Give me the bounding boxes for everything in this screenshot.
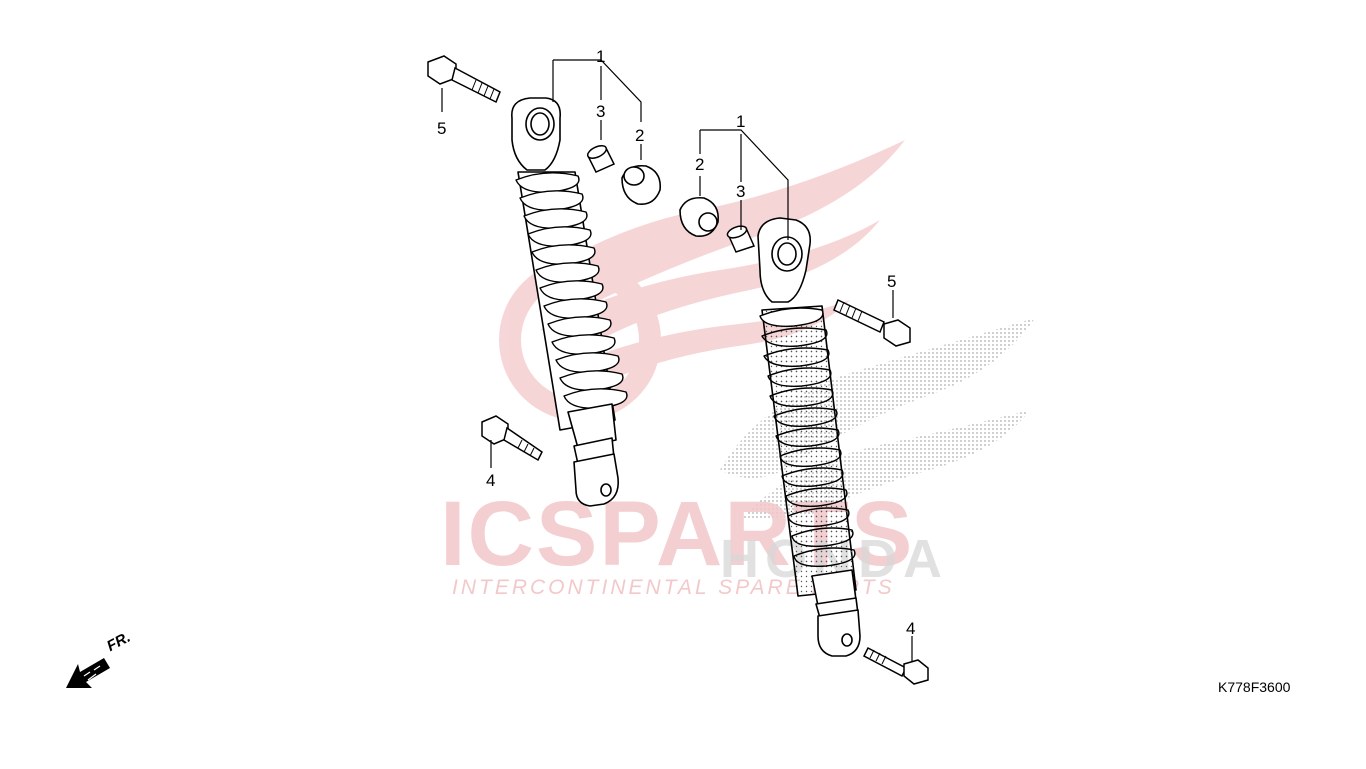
left-callout-lines <box>441 59 642 468</box>
left-spring <box>515 171 628 431</box>
left-lower-bolt <box>481 415 543 462</box>
callout-left-2: 2 <box>635 126 644 145</box>
callout-left-5: 5 <box>437 119 446 138</box>
left-collar <box>586 145 616 173</box>
callout-right-2: 2 <box>695 155 704 174</box>
callout-right-3: 3 <box>736 182 745 201</box>
left-upper-bolt <box>427 55 501 104</box>
left-bushing <box>621 164 662 206</box>
right-lower-bolt <box>863 646 929 685</box>
callout-left-3: 3 <box>596 102 605 121</box>
callout-right-5: 5 <box>887 272 896 291</box>
callout-left-4: 4 <box>486 471 495 490</box>
right-spring <box>759 305 857 597</box>
right-upper-bolt <box>833 298 911 347</box>
diagram-code: K778F3600 <box>1218 679 1291 695</box>
callout-left-1: 1 <box>596 47 605 66</box>
callout-right-4: 4 <box>906 619 915 638</box>
front-direction-arrow <box>66 658 110 688</box>
left-shock-absorber <box>511 97 628 507</box>
right-callout-lines <box>699 129 913 662</box>
right-shock-absorber <box>757 217 861 657</box>
right-collar <box>726 225 756 253</box>
callout-right-1: 1 <box>736 112 745 131</box>
right-bushing <box>679 196 720 238</box>
